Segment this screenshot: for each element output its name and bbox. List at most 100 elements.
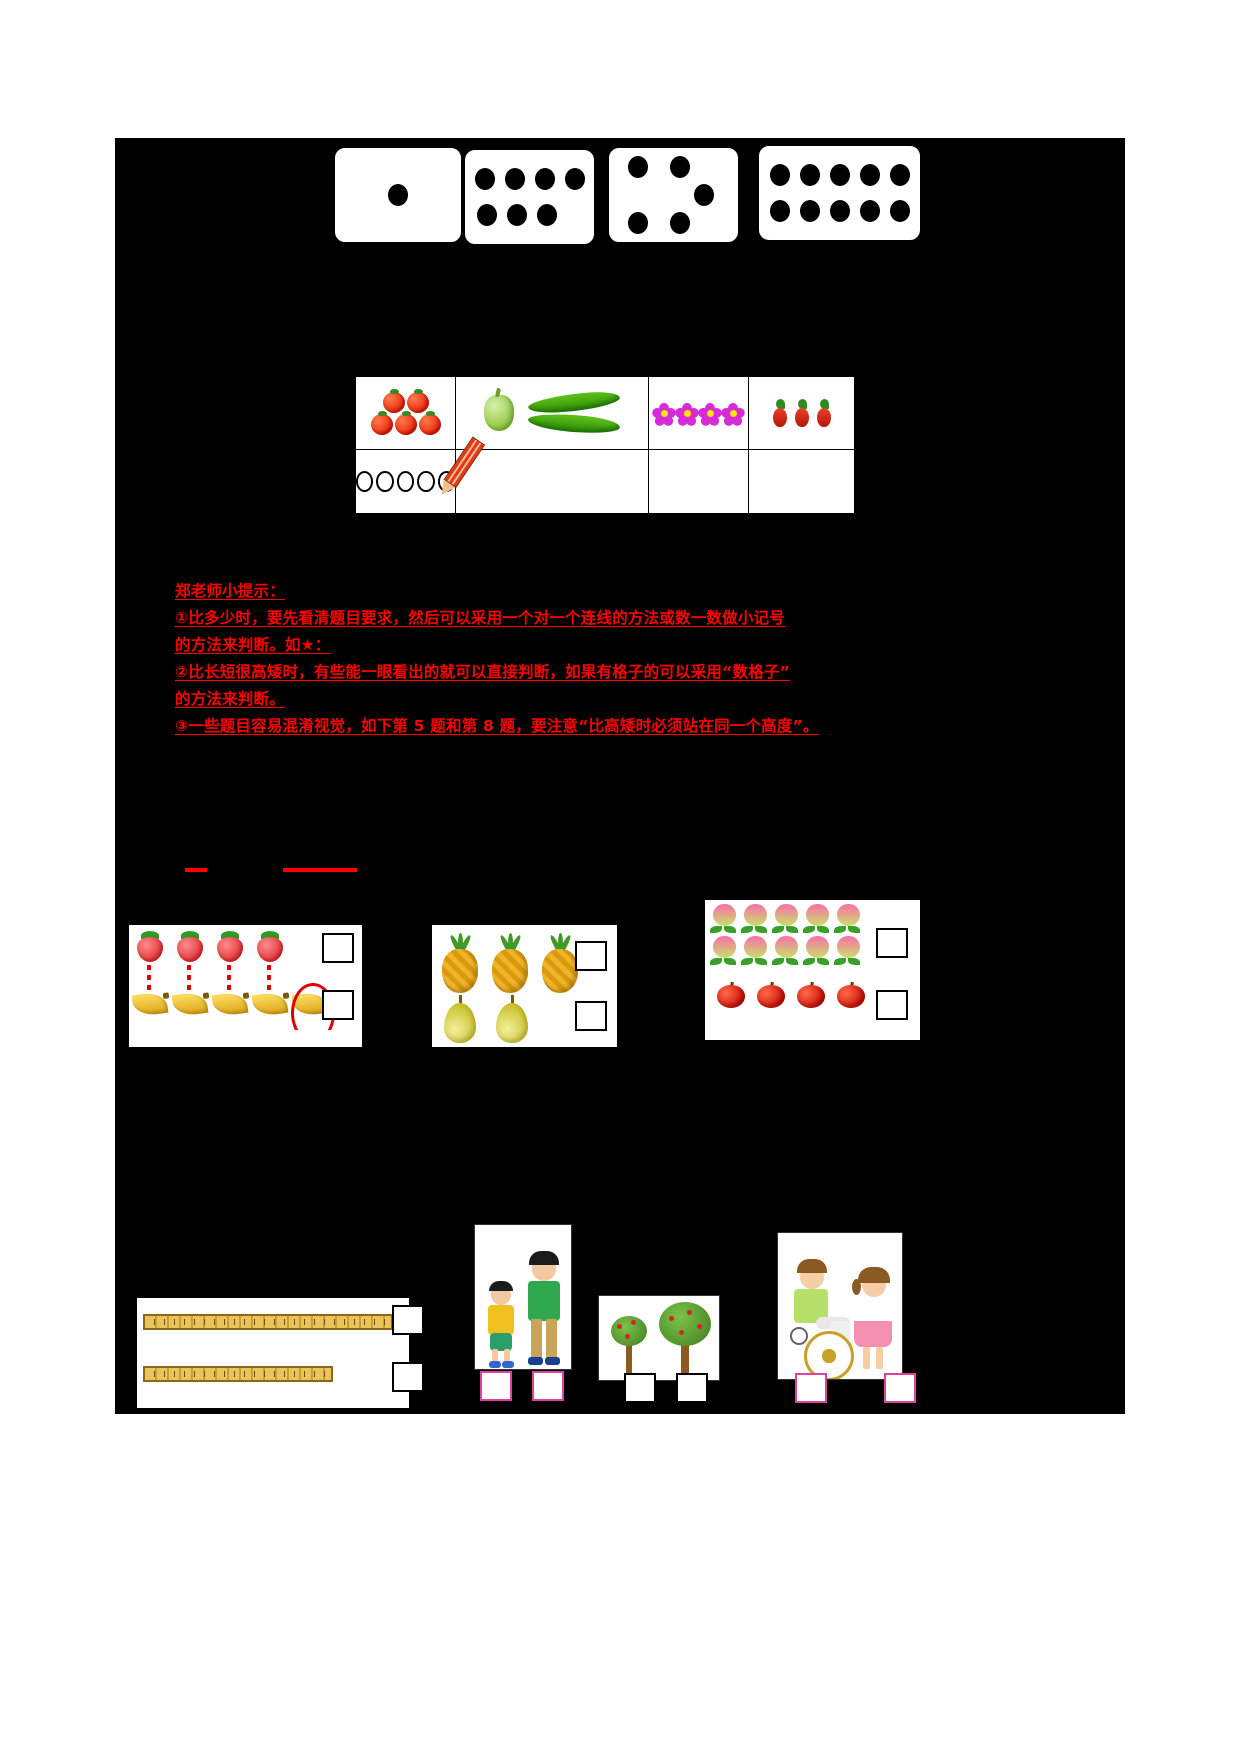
dot bbox=[769, 200, 790, 222]
answer-box[interactable] bbox=[392, 1305, 424, 1335]
dot bbox=[536, 204, 557, 226]
dot-card-1 bbox=[333, 146, 463, 244]
dot bbox=[627, 156, 648, 178]
strawberry-icon bbox=[175, 931, 205, 962]
banana-icon bbox=[171, 990, 209, 1018]
peach-icon bbox=[772, 904, 800, 933]
veg-cell-tomatoes bbox=[356, 377, 456, 449]
apple-icon bbox=[837, 981, 865, 1008]
strawberry-icon bbox=[215, 931, 245, 962]
wheelchair-boy-and-girl-photo bbox=[777, 1232, 903, 1380]
dot bbox=[859, 200, 880, 222]
cucumber-icon bbox=[527, 389, 621, 416]
dot bbox=[388, 184, 408, 206]
match-line bbox=[267, 965, 271, 991]
dot bbox=[564, 168, 585, 190]
match-line bbox=[147, 965, 151, 991]
veg-answer-cell-3[interactable] bbox=[649, 450, 749, 513]
teacher-tips-block: 郑老师小提示： ①比多少时，要先看清题目要求，然后可以采用一个对一个连线的方法或… bbox=[175, 578, 1140, 740]
answer-box[interactable] bbox=[624, 1373, 656, 1403]
answer-box[interactable] bbox=[884, 1373, 916, 1403]
vegetable-counting-table bbox=[355, 376, 855, 514]
match-line bbox=[227, 965, 231, 991]
answer-box[interactable] bbox=[795, 1373, 827, 1403]
peach-icon bbox=[741, 904, 769, 933]
banana-icon bbox=[211, 990, 249, 1018]
tree-large-icon bbox=[655, 1300, 715, 1378]
tree-small-icon bbox=[607, 1310, 651, 1376]
strawberry-icon bbox=[255, 931, 285, 962]
tips-line-3: ②比长短很高矮时，有些能一眼看出的就可以直接判断，如果有格子的可以采用“数格子” bbox=[175, 663, 791, 681]
match-line bbox=[187, 965, 191, 991]
pineapple-icon bbox=[490, 933, 530, 993]
boy-short-figure bbox=[483, 1281, 519, 1369]
short-ruler-icon bbox=[143, 1366, 333, 1382]
tally-circle bbox=[356, 471, 374, 492]
tomato-icon bbox=[418, 410, 441, 435]
tips-line-5: ③一些题目容易混淆视觉，如下第 5 题和第 8 题，要注意“比高矮时必须站在同一… bbox=[175, 717, 819, 735]
wheelchair-wheel-icon bbox=[804, 1331, 854, 1379]
cucumber-icon bbox=[527, 411, 621, 436]
answer-box[interactable] bbox=[480, 1371, 512, 1401]
fruitbox1-base bbox=[129, 1035, 362, 1047]
boy-in-wheelchair-figure bbox=[786, 1255, 854, 1379]
dot-card-3 bbox=[607, 146, 740, 244]
dot bbox=[669, 212, 690, 234]
answer-box[interactable] bbox=[322, 933, 354, 963]
pineapple-icon bbox=[540, 933, 580, 993]
dot bbox=[627, 212, 648, 234]
dot bbox=[769, 164, 790, 186]
answer-box[interactable] bbox=[532, 1371, 564, 1401]
apple-icon bbox=[757, 981, 785, 1008]
flower-icon bbox=[719, 402, 747, 428]
flower-icon bbox=[696, 402, 724, 428]
answer-box[interactable] bbox=[392, 1362, 424, 1392]
strawberry-icon bbox=[135, 931, 165, 962]
tomato-icon bbox=[382, 388, 405, 413]
two-boys-photo bbox=[474, 1224, 572, 1370]
dot bbox=[534, 168, 555, 190]
ruler-compare-box bbox=[137, 1298, 409, 1408]
tips-line-4: 的方法来判断。 bbox=[175, 690, 285, 708]
tips-line-1: ①比多少时，要先看清题目要求，然后可以采用一个对一个连线的方法或数一数做小记号 bbox=[175, 609, 785, 627]
two-trees-photo bbox=[598, 1295, 720, 1381]
radish-icon bbox=[814, 399, 834, 427]
peach-icon bbox=[710, 936, 738, 965]
dot bbox=[474, 168, 495, 190]
peach-icon bbox=[834, 904, 862, 933]
apple-icon bbox=[797, 981, 825, 1008]
dot bbox=[829, 164, 850, 186]
veg-answer-cell-2[interactable] bbox=[456, 450, 649, 513]
dot bbox=[859, 164, 880, 186]
peach-icon bbox=[803, 904, 831, 933]
pineapple-icon bbox=[440, 933, 480, 993]
tips-line-2: 的方法来判断。如★： bbox=[175, 636, 331, 654]
peach-apple-box bbox=[705, 900, 920, 1040]
dot bbox=[799, 200, 820, 222]
dot bbox=[889, 164, 910, 186]
veg-answer-cell-4[interactable] bbox=[749, 450, 854, 513]
tomato-icon bbox=[394, 410, 417, 435]
flower-icon bbox=[673, 402, 701, 428]
peach-icon bbox=[803, 936, 831, 965]
answer-box[interactable] bbox=[676, 1373, 708, 1403]
dot-card-2 bbox=[463, 148, 596, 246]
veg-cell-flowers bbox=[649, 377, 749, 449]
answer-box[interactable] bbox=[876, 928, 908, 958]
tomato-icon bbox=[406, 388, 429, 413]
peach-icon bbox=[834, 936, 862, 965]
radish-icon bbox=[770, 399, 790, 427]
strawberry-banana-box bbox=[129, 925, 362, 1043]
answer-box[interactable] bbox=[575, 941, 607, 971]
red-dash-mark-1 bbox=[185, 868, 207, 872]
girl-figure bbox=[852, 1263, 896, 1379]
peach-icon bbox=[772, 936, 800, 965]
tally-circle bbox=[417, 471, 435, 492]
answer-box[interactable] bbox=[575, 1001, 607, 1031]
answer-box[interactable] bbox=[876, 990, 908, 1020]
dot bbox=[506, 204, 527, 226]
dot bbox=[829, 200, 850, 222]
underline-rule bbox=[129, 1030, 362, 1035]
dot bbox=[693, 184, 714, 206]
answer-box[interactable] bbox=[322, 990, 354, 1020]
